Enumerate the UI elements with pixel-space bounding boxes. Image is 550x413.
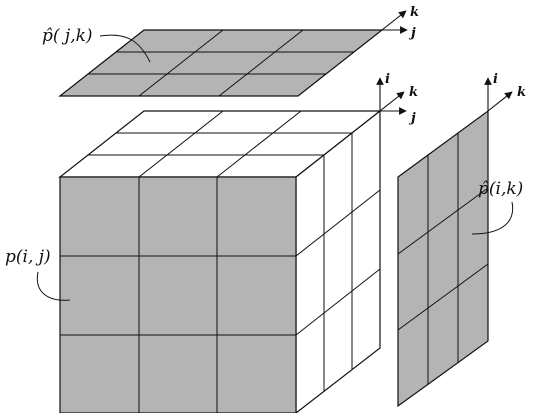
cube-front-grid — [60, 177, 296, 413]
top-k-axis-label: k — [410, 5, 419, 20]
top-plane-jk — [58, 29, 384, 97]
top-plane-leader — [99, 34, 151, 63]
cube-axes — [376, 77, 407, 115]
top-plane-axes — [381, 10, 408, 34]
cube-k-axis-label: k — [409, 85, 418, 100]
side-plane-ik — [397, 109, 489, 408]
cube-j-axis-label: j — [408, 111, 416, 126]
cube-right-grid — [295, 133, 381, 391]
cube-i-axis-label: i — [385, 72, 390, 87]
front-face-label: p(i, j) — [5, 247, 51, 267]
front-face-leader — [36, 271, 71, 301]
side-k-axis-label: k — [517, 85, 526, 100]
cube — [58, 109, 382, 413]
top-j-axis-label: j — [408, 26, 416, 41]
side-plane-label: p̂(i,k) — [478, 179, 523, 199]
top-plane-face — [58, 29, 384, 97]
top-plane-grid — [88, 29, 354, 97]
cube-k-axis — [379, 91, 405, 112]
side-plane-axes — [484, 77, 513, 112]
cube-top-grid — [88, 110, 352, 178]
side-i-axis-label: i — [493, 72, 498, 87]
cube-front-face — [59, 176, 297, 413]
top-plane-label: p̂( j,k) — [42, 26, 93, 46]
side-plane-grid — [397, 133, 489, 384]
side-plane-leader — [471, 201, 514, 235]
side-k-axis — [487, 91, 513, 112]
side-plane-face — [397, 109, 489, 408]
top-k-axis — [381, 10, 407, 31]
